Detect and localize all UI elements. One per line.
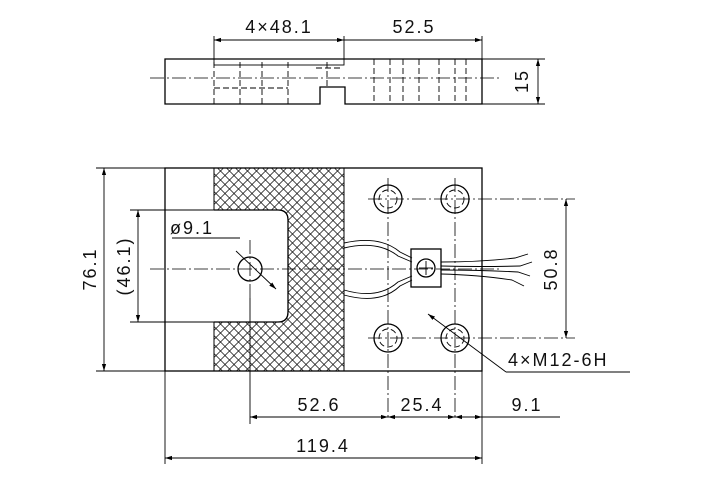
top-hidden-lines bbox=[213, 59, 467, 104]
dim-9-1: 9.1 bbox=[511, 395, 542, 415]
top-view-outline bbox=[164, 58, 483, 105]
cable-gland bbox=[410, 248, 442, 288]
dim-119-4: 119.4 bbox=[296, 436, 350, 456]
top-view-knurl bbox=[213, 58, 345, 66]
dim-4x48-1: 4×48.1 bbox=[245, 17, 313, 37]
dim-50-8: 50.8 bbox=[541, 247, 561, 290]
gland-screw-icon bbox=[416, 258, 436, 278]
dim-25-4: 25.4 bbox=[400, 395, 443, 415]
u-slot bbox=[214, 209, 289, 323]
dim-46-1: (46.1) bbox=[114, 236, 134, 295]
dim-thread: 4×M12-6H bbox=[508, 350, 609, 370]
dim-15: 15 bbox=[512, 69, 532, 93]
dim-52-5: 52.5 bbox=[392, 17, 435, 37]
cable-assembly bbox=[343, 240, 533, 299]
dim-76-1: 76.1 bbox=[80, 247, 100, 290]
dim-52-6: 52.6 bbox=[297, 395, 340, 415]
mounting-holes bbox=[368, 178, 575, 420]
dim-hole-dia: ø9.1 bbox=[170, 218, 214, 238]
front-view: 76.1 (46.1) ø9.1 50.8 4×M12-6H 52.6 25.4… bbox=[80, 167, 630, 464]
front-view-knurl bbox=[213, 167, 345, 372]
top-view: 4×48.1 52.5 15 bbox=[150, 17, 545, 105]
